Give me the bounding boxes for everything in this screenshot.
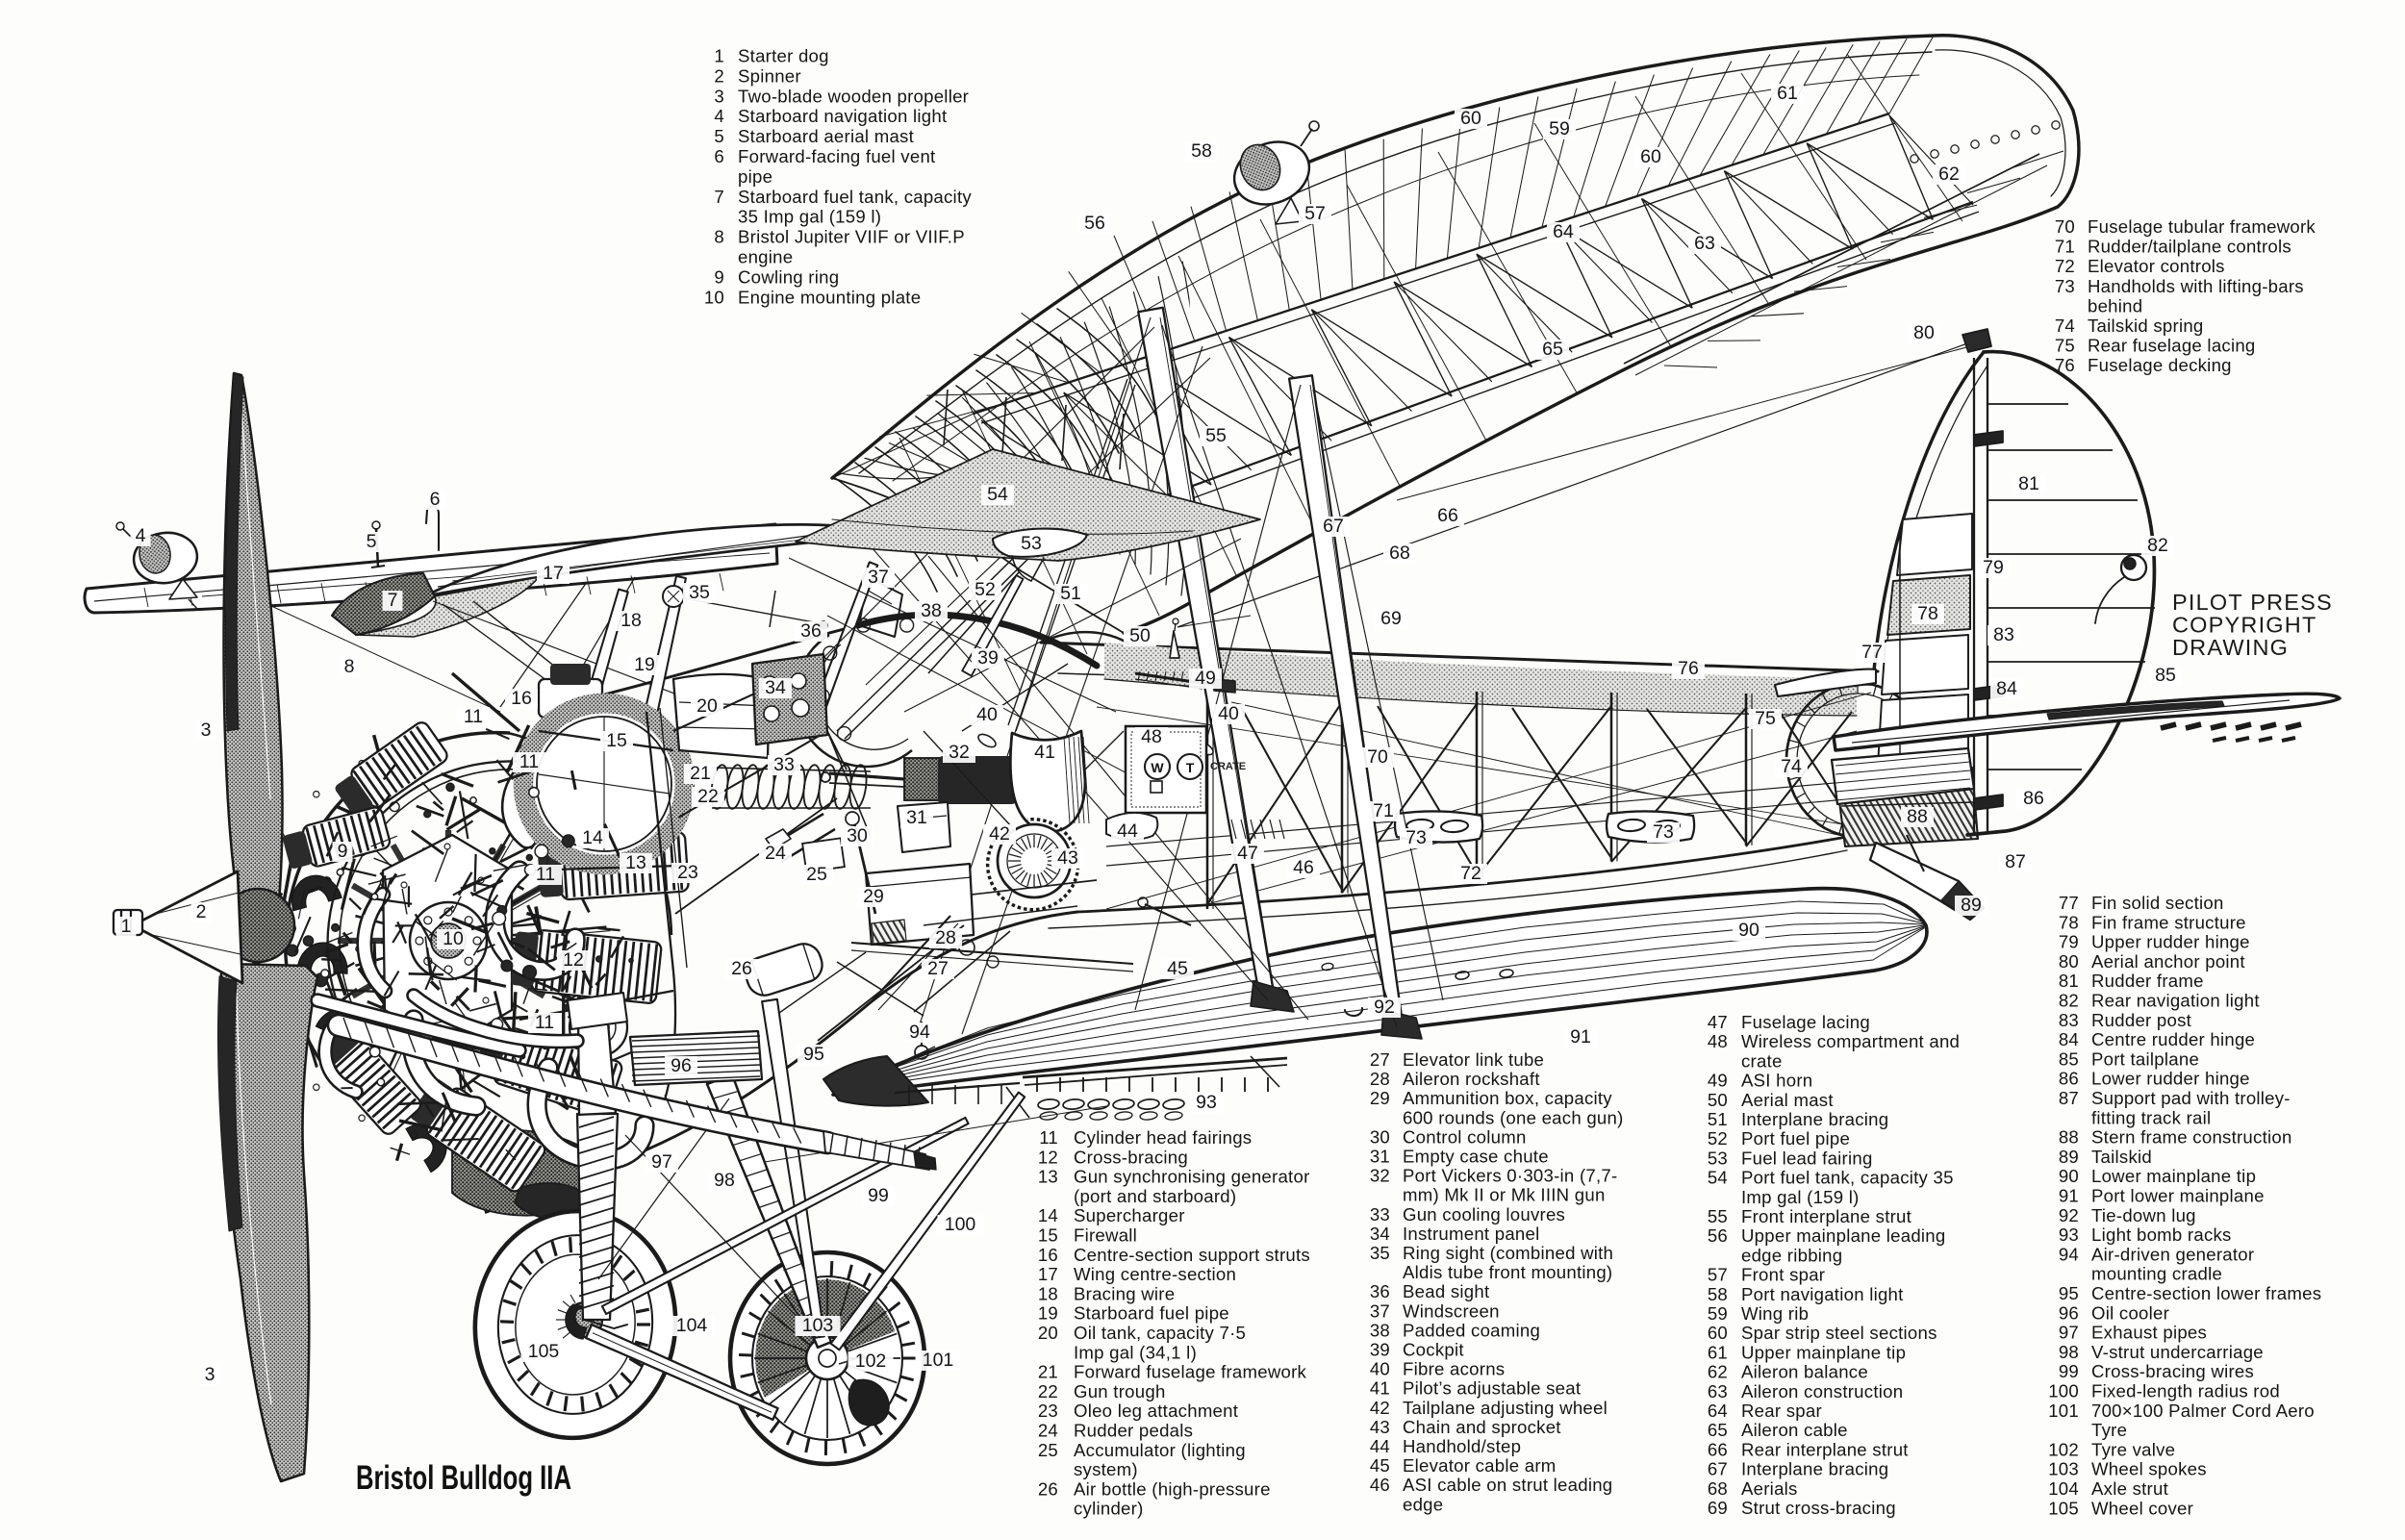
svg-text:W: W	[1151, 760, 1164, 775]
svg-text:T: T	[1186, 760, 1195, 775]
svg-text:Bristol Bulldog IIA: Bristol Bulldog IIA	[356, 1459, 571, 1497]
svg-text:CRATE: CRATE	[1210, 761, 1246, 772]
